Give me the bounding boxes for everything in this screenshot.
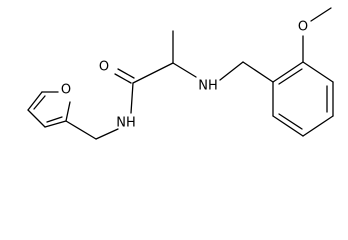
bond-c2-c3-double [46, 116, 63, 123]
bond-ar1-ar2-double [278, 68, 303, 85]
amine-nitrogen-label: NH [198, 79, 218, 94]
bond-o1-c2 [65, 101, 71, 122]
bond-c2-c3 [44, 120, 67, 128]
bond-ar4-ar5 [302, 115, 334, 137]
bond-c4-c5-double [33, 95, 46, 110]
bond-ar5-ar6-double [278, 113, 303, 130]
bond-methoxy-o-methyl [310, 7, 332, 22]
furan-oxygen-label: O [61, 83, 71, 98]
bond-furan-ch2 [65, 120, 97, 140]
bond-ch2-amide-n [95, 128, 119, 140]
bond-carbonyl-c-alpha-c [132, 62, 174, 84]
bond-ar1-ar2 [272, 61, 304, 83]
bond-amide-n-carbonyl-c [130, 82, 134, 114]
carbonyl-oxygen-label: O [99, 60, 109, 75]
methoxy-oxygen-label: O [298, 20, 308, 35]
bond-ar2-ar3 [302, 61, 334, 83]
amide-nitrogen-label: NH [116, 116, 136, 131]
bond-alpha-c-amine-n [172, 62, 197, 78]
bond-carbonyl-double-b [117, 68, 135, 79]
molecule-structure-diagram: O NH O NH O [27, 7, 334, 140]
bond-c4-c5 [27, 91, 43, 111]
benzene-ring [272, 61, 334, 137]
bond-amine-n-ch2 [219, 61, 244, 81]
bond-c3-c4 [27, 109, 46, 128]
furan-ring [27, 91, 71, 128]
bond-carbonyl-double-a [114, 73, 132, 84]
bond-ch2-benzene [242, 61, 274, 83]
bond-ar5-ar6 [272, 115, 304, 137]
